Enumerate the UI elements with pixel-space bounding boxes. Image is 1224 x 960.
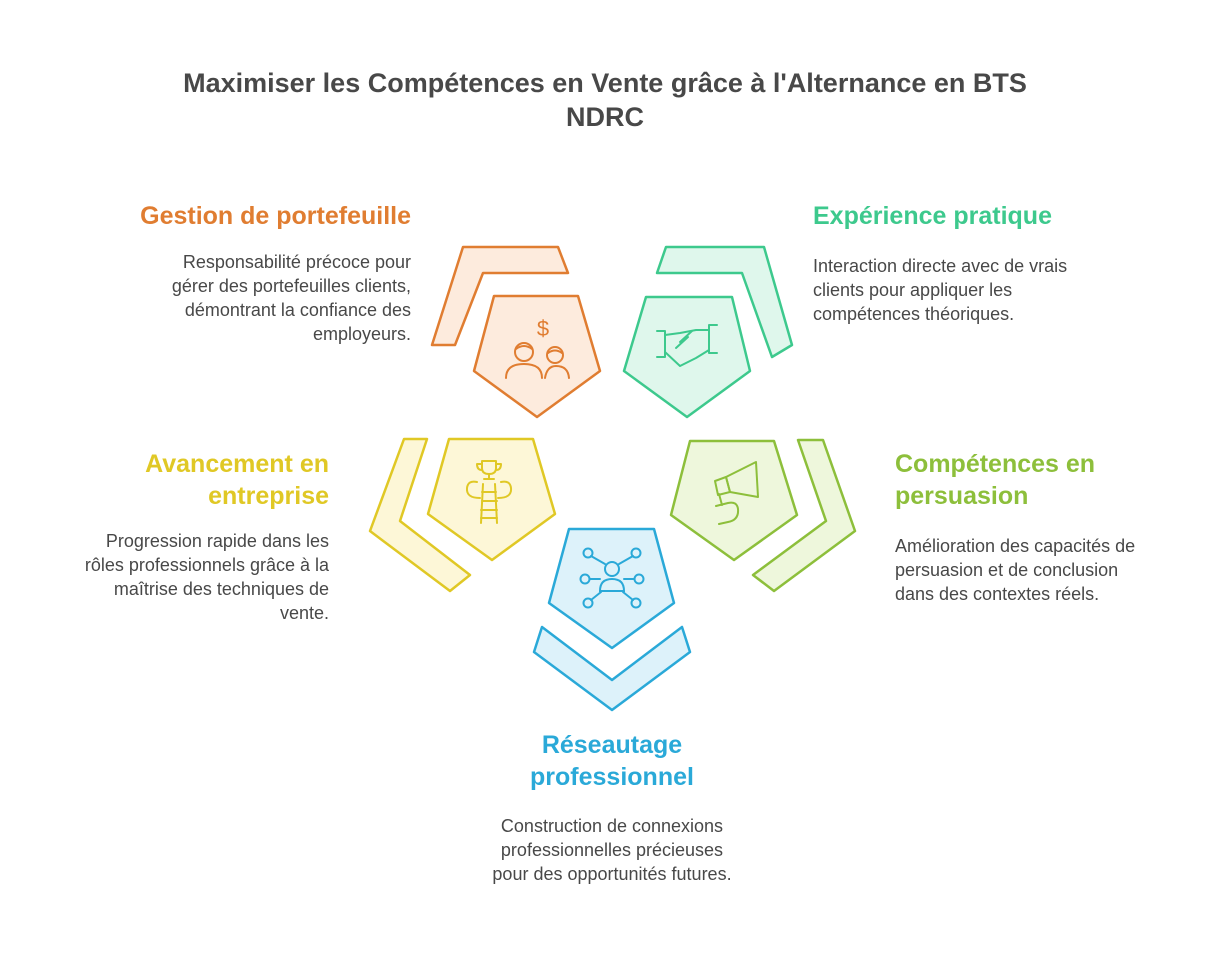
- handshake-icon: [656, 324, 718, 367]
- diagram-title: Maximiser les Compétences en Vente grâce…: [183, 68, 1027, 132]
- network-icon: [579, 547, 645, 609]
- heading-persuasion: Compétences en persuasion: [895, 450, 1096, 510]
- heading-avancement: Avancement en entreprise: [145, 450, 329, 510]
- desc-persuasion: Amélioration des capacités de persuasion…: [895, 536, 1136, 604]
- segment-gestion: [430, 245, 602, 419]
- desc-gestion: Responsabilité précoce pour gérer des po…: [171, 252, 411, 344]
- heading-gestion: Gestion de portefeuille: [140, 202, 411, 230]
- chevron-persuasion: [751, 438, 857, 593]
- heading-reseautage: Réseautage professionnel: [530, 731, 694, 791]
- heading-experience: Expérience pratique: [813, 202, 1052, 230]
- desc-experience: Interaction directe avec de vrais client…: [813, 256, 1068, 324]
- pentagon-avancement: [426, 437, 557, 562]
- desc-avancement: Progression rapide dans les rôles profes…: [84, 531, 329, 623]
- chevron-gestion: [430, 245, 570, 347]
- megaphone-icon: [714, 461, 759, 525]
- desc-reseautage: Construction de connexions professionnel…: [492, 816, 732, 884]
- segment-avancement: [368, 437, 557, 593]
- pentagon-reseautage: [547, 527, 676, 650]
- money-people-icon: $: [505, 316, 570, 379]
- chevron-experience: [655, 245, 794, 359]
- pentagon-persuasion: [669, 439, 799, 562]
- pentagon-gestion: [472, 294, 602, 419]
- svg-text:$: $: [537, 316, 549, 341]
- segment-persuasion: [669, 438, 857, 593]
- segment-reseautage: [532, 527, 692, 712]
- pentagon-experience: [622, 295, 752, 419]
- chevron-reseautage: [532, 625, 692, 712]
- chevron-avancement: [368, 437, 472, 593]
- trophy-ladder-icon: [465, 460, 513, 524]
- segment-experience: [622, 245, 794, 419]
